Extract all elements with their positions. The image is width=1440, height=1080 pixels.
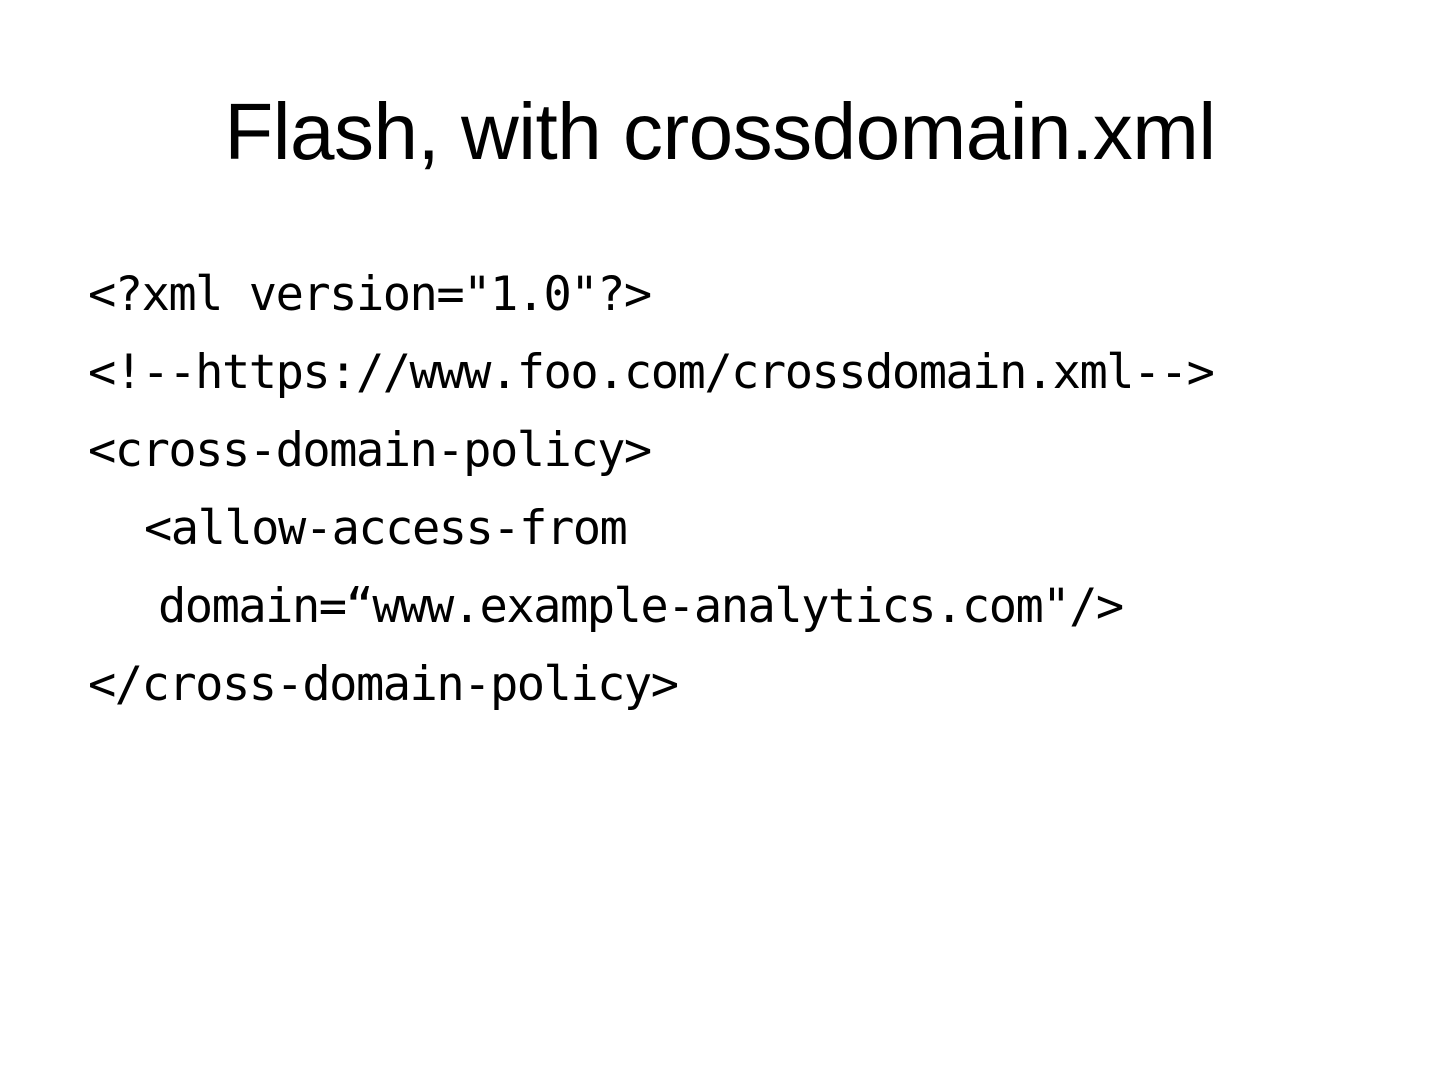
- code-block: <?xml version="1.0"?> <!--https://www.fo…: [88, 256, 1388, 724]
- code-line-policy-close: </cross-domain-policy>: [88, 657, 679, 712]
- code-line-xml-declaration: <?xml version="1.0"?>: [88, 267, 652, 322]
- code-line-allow-access: <allow-access-from: [144, 501, 628, 556]
- code-line-comment: <!--https://www.foo.com/crossdomain.xml-…: [88, 345, 1215, 400]
- code-line-policy-open: <cross-domain-policy>: [88, 423, 652, 478]
- slide-title: Flash, with crossdomain.xml: [224, 87, 1216, 176]
- code-line-domain-attribute: domain=“www.example-analytics.com"/>: [158, 579, 1124, 634]
